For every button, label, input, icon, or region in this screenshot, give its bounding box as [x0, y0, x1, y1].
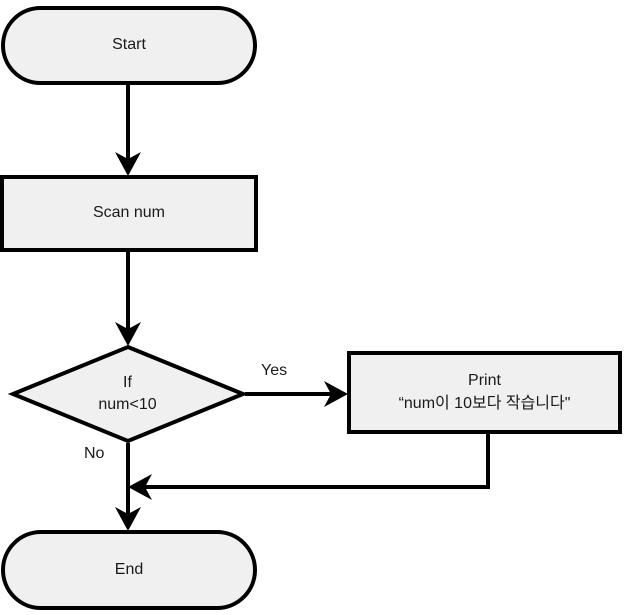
- edge-print-to-end: [128, 434, 490, 500]
- edge-condition-to-print: [245, 381, 348, 407]
- edge-scan-to-condition: [115, 252, 141, 346]
- edge-start-to-scan: [115, 85, 141, 176]
- node-start[interactable]: [1, 6, 257, 85]
- node-scan-num[interactable]: [0, 175, 258, 252]
- edge-condition-to-end: [115, 443, 141, 531]
- node-condition[interactable]: [7, 344, 249, 444]
- node-print[interactable]: [347, 351, 622, 434]
- node-end[interactable]: [1, 530, 257, 610]
